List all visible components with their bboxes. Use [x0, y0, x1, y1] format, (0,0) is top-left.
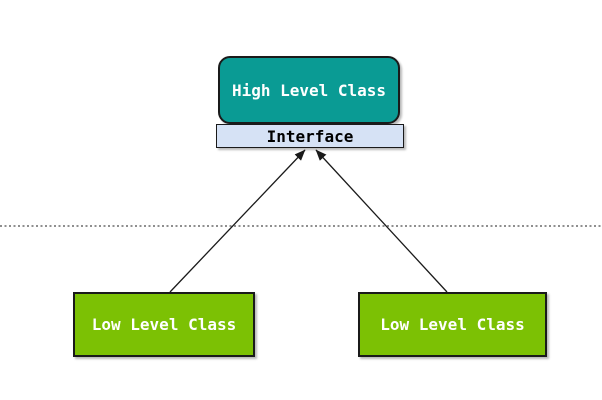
dependency-arrow-left	[169, 149, 306, 293]
node-label-low-level-right: Low Level Class	[380, 315, 525, 334]
node-low-level-class-right: Low Level Class	[358, 292, 547, 357]
node-interface: Interface	[216, 124, 404, 148]
node-high-level-class: High Level Class	[218, 56, 400, 124]
node-low-level-class-left: Low Level Class	[73, 292, 255, 357]
node-label-interface: Interface	[266, 126, 354, 146]
node-label-high-level: High Level Class	[231, 80, 387, 100]
dependency-arrow-right	[315, 149, 448, 293]
node-label-low-level-left: Low Level Class	[91, 315, 237, 334]
